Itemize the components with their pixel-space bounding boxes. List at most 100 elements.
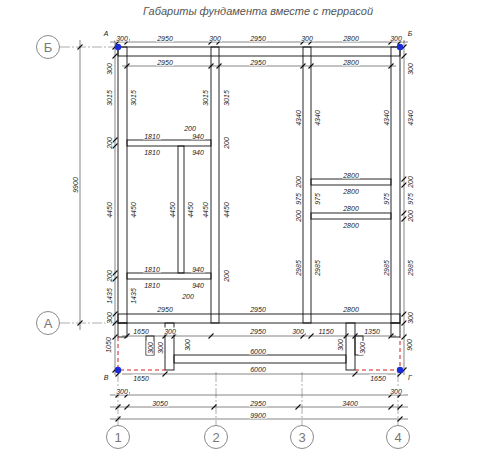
dimension-label: 2950 xyxy=(249,35,267,42)
dimension-tick xyxy=(353,334,358,339)
dimension-label: 300 xyxy=(407,62,414,76)
dimension-label: 2800 xyxy=(342,222,360,229)
foundation-walls xyxy=(118,47,400,370)
dimension-label: 3015 xyxy=(223,89,230,107)
dimension-label: 1650 xyxy=(132,375,150,382)
dimension-label: 200 xyxy=(106,269,113,283)
dimension-tick xyxy=(116,405,121,410)
dimension-tick xyxy=(113,54,118,59)
dimension-label: 300 xyxy=(147,341,154,355)
foundation-strip xyxy=(118,47,400,56)
dimension-tick xyxy=(116,417,121,422)
axis-name: 1 xyxy=(114,431,121,444)
dimension-label: 9900 xyxy=(249,412,267,419)
dimension-label: 4450 xyxy=(223,201,230,219)
dimension-label: 4450 xyxy=(187,201,194,219)
axis-line xyxy=(216,372,217,426)
dimension-tick xyxy=(113,321,118,326)
dimension-label: 4450 xyxy=(202,201,209,219)
dimension-label: 300 xyxy=(106,62,113,76)
foundation-strip xyxy=(118,323,127,337)
dimension-label: 300 xyxy=(407,311,414,325)
dimension-label: 4340 xyxy=(383,109,390,127)
dimension-label: 300 xyxy=(291,328,305,335)
foundation-strip xyxy=(127,140,211,146)
dimension-tick xyxy=(301,64,306,69)
dimension-label: 2985 xyxy=(383,259,390,277)
dimension-tick xyxy=(344,334,349,339)
foundation-strip xyxy=(174,355,346,363)
dimension-label: 300 xyxy=(389,35,403,42)
dimension-label: 1810 xyxy=(143,149,161,156)
axis-bubble: 1 xyxy=(106,425,130,449)
axis-bubble: Б xyxy=(36,35,60,59)
dimension-label: 4450 xyxy=(169,201,176,219)
dimension-label: 200 xyxy=(106,136,113,150)
foundation-strip xyxy=(118,47,127,323)
dimension-label: 1050 xyxy=(105,336,112,354)
dimension-tick xyxy=(113,138,118,143)
axis-name: 3 xyxy=(298,431,305,444)
dimension-tick xyxy=(163,372,168,377)
dimension-line xyxy=(122,66,396,67)
dimension-label: 200 xyxy=(223,269,230,283)
dimension-label: 1810 xyxy=(143,266,161,273)
dimension-tick xyxy=(125,64,130,69)
terrace-outline xyxy=(355,337,400,370)
dimension-label: 975 xyxy=(407,192,414,206)
dimension-label: 300 xyxy=(115,35,129,42)
dimension-label: 300 xyxy=(359,341,366,355)
dimension-label: 4340 xyxy=(314,109,321,127)
dimension-label: 6000 xyxy=(249,348,267,355)
dimension-label: 940 xyxy=(191,133,205,140)
dimension-label: 2800 xyxy=(342,59,360,66)
dimension-tick xyxy=(296,405,301,410)
dimension-tick xyxy=(389,64,394,69)
dimension-label: 1150 xyxy=(317,328,334,335)
foundation-strip xyxy=(178,146,184,273)
dimension-tick xyxy=(389,334,394,339)
dimension-tick xyxy=(217,64,222,69)
dimension-line xyxy=(110,407,408,408)
dimension-tick xyxy=(398,417,403,422)
dimension-label: 940 xyxy=(191,266,205,273)
dimension-tick xyxy=(353,372,358,377)
dimension-label: 2800 xyxy=(342,205,360,212)
dimension-label: 300 xyxy=(337,338,344,352)
dimension-label: 2950 xyxy=(156,59,174,66)
dimension-label: 200 xyxy=(181,293,195,300)
dimension-tick xyxy=(113,144,118,149)
dimension-label: 4450 xyxy=(130,201,137,219)
dimension-tick xyxy=(309,334,314,339)
dimension-label: 2800 xyxy=(342,306,360,313)
dimension-tick xyxy=(78,321,83,326)
dimension-label: 3015 xyxy=(202,89,209,107)
dimension-label: 940 xyxy=(191,282,205,289)
dimension-tick xyxy=(125,405,130,410)
foundation-strip xyxy=(146,336,154,355)
axis-line xyxy=(398,372,399,426)
dimension-label: 200 xyxy=(295,175,302,189)
dimension-tick xyxy=(209,64,214,69)
dimension-tick xyxy=(402,54,407,59)
dimension-label: 2950 xyxy=(156,306,174,313)
dimension-tick xyxy=(212,405,217,410)
dimension-label: В xyxy=(103,374,110,381)
corner-point xyxy=(397,367,403,373)
foundation-strip xyxy=(303,47,311,323)
dimension-label: 2800 xyxy=(342,35,360,42)
axis-bubble: 4 xyxy=(386,425,410,449)
foundation-strip xyxy=(118,314,400,323)
axis-name: 2 xyxy=(212,431,219,444)
dimension-label: 200 xyxy=(223,136,230,150)
axis-name: А xyxy=(44,317,53,330)
dimension-label: 300 xyxy=(300,35,314,42)
dimension-tick xyxy=(113,312,118,317)
dimension-label: 2950 xyxy=(249,59,267,66)
dimension-label: 300 xyxy=(157,341,164,355)
dimension-line xyxy=(110,42,408,43)
foundation-strip xyxy=(211,47,219,323)
dimension-label: 3050 xyxy=(151,400,169,407)
dimension-label: 3015 xyxy=(130,89,137,107)
